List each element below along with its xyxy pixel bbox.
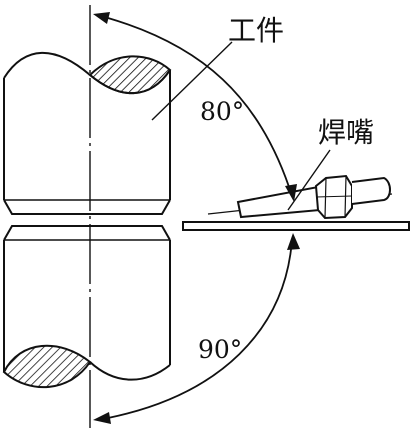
- nozzle-label: 焊嘴: [318, 116, 374, 149]
- upper-bottom: [3, 199, 171, 215]
- upper-angle-arc: [93, 12, 297, 202]
- lower-arc-arrow-top: [287, 233, 300, 250]
- base-plate: [182, 221, 410, 231]
- upper-arc-arrow-bottom: [285, 184, 297, 202]
- upper-hatch-section: [88, 55, 172, 95]
- workpiece-label: 工件: [228, 14, 284, 47]
- lower-angle-arc: [93, 233, 300, 424]
- workpiece-leader: [151, 41, 233, 121]
- nozzle-leader: [287, 149, 331, 211]
- nozzle-tip: [236, 185, 322, 219]
- upper-workpiece: [3, 51, 172, 215]
- angle-label-80: 80°: [200, 97, 244, 126]
- lower-arc-arrow-bottom: [93, 412, 111, 424]
- torch-nozzle: [207, 174, 393, 220]
- lower-top: [3, 225, 171, 241]
- lower-break-line: [89, 361, 171, 381]
- lower-hatch-section: [2, 344, 92, 389]
- upper-arc-arrow-top: [93, 12, 110, 24]
- torch-tube: [351, 176, 391, 205]
- lower-workpiece: [2, 225, 171, 389]
- angle-label-90: 90°: [198, 335, 242, 364]
